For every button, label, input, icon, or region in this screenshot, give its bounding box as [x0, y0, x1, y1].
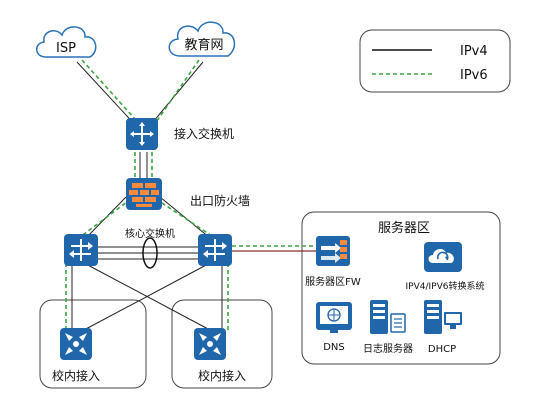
- core-switch-right-icon: [198, 234, 232, 266]
- log-server-label: 日志服务器: [363, 342, 413, 355]
- server-firewall-icon: [316, 236, 350, 266]
- core-trunk-bundle: [142, 237, 158, 269]
- campus-left-label: 校内接入: [52, 368, 100, 383]
- core-switch-left-icon: [64, 234, 98, 266]
- isp-label: ISP: [56, 41, 76, 56]
- edu-label: 教育网: [184, 37, 223, 53]
- firewall-icon: [126, 178, 162, 210]
- log-server-icon: [370, 300, 406, 334]
- isp-cloud: [36, 26, 97, 58]
- dhcp-label: DHCP: [428, 344, 456, 355]
- access-switch-icon: [126, 118, 158, 150]
- campus-right-switch-icon: [194, 328, 226, 360]
- dhcp-server-icon: [424, 300, 462, 334]
- server-fw-label: 服务器区FW: [305, 275, 361, 288]
- campus-right-label: 校内接入: [198, 368, 246, 383]
- core-switch-label: 核心交换机: [125, 227, 175, 240]
- conversion-label: IPV4/IPV6转换系统: [406, 280, 485, 292]
- conversion-system-icon: [424, 242, 462, 272]
- legend-ipv6-label: IPv6: [460, 68, 488, 83]
- legend-ipv4-label: IPv4: [460, 44, 488, 59]
- dns-label: DNS: [323, 342, 345, 353]
- dns-server-icon: [316, 302, 352, 333]
- ipv6-links: [65, 59, 316, 330]
- edu-cloud: [168, 21, 236, 57]
- legend-box: [359, 29, 511, 93]
- access-switch-label: 接入交换机: [174, 126, 234, 141]
- campus-left-switch-icon: [60, 328, 92, 360]
- server-zone-title: 服务器区: [378, 220, 430, 236]
- firewall-label: 出口防火墙: [190, 193, 250, 208]
